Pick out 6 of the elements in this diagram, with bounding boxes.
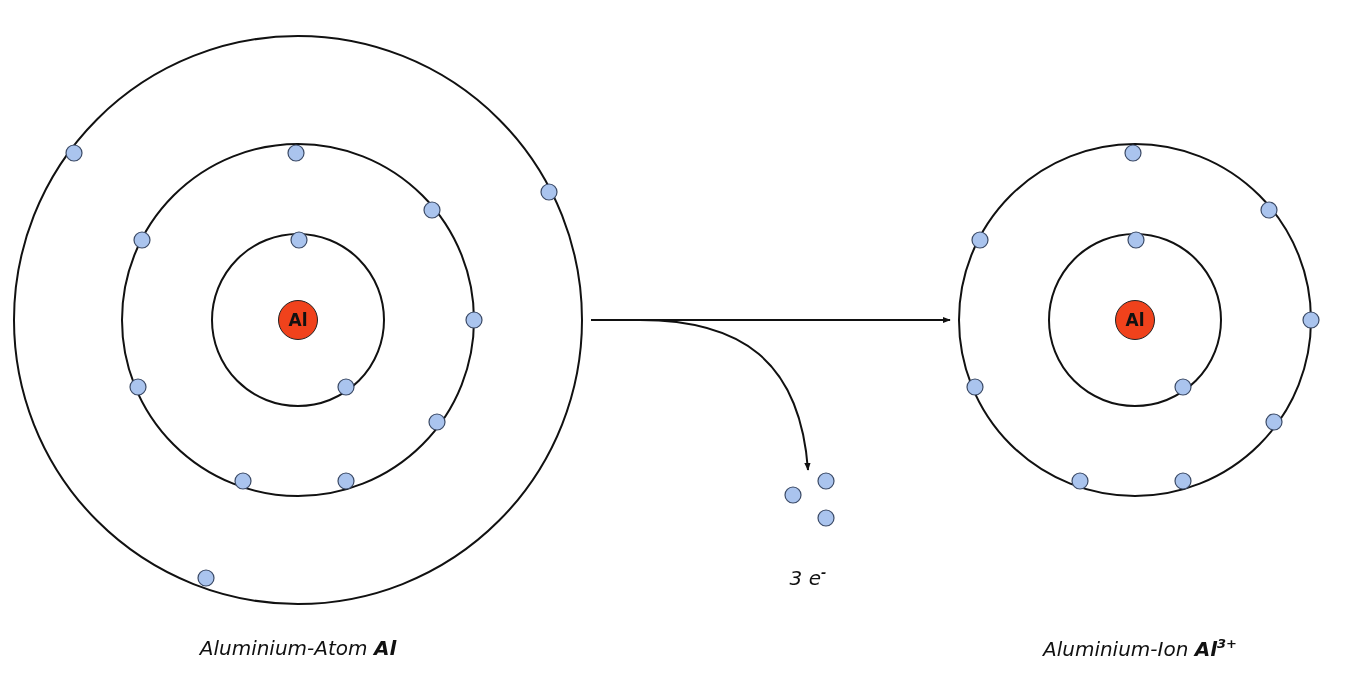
nucleus-circle: Al: [1115, 300, 1155, 340]
ion-caption: Aluminium-Ion Al$^{3+}$: [1043, 636, 1237, 661]
atom-caption: Aluminium-Atom Al: [199, 636, 397, 660]
nucleus-circle: Al: [278, 300, 318, 340]
arrow: [590, 319, 811, 471]
electron-count-label: 3 e$^{-}$: [789, 565, 827, 590]
